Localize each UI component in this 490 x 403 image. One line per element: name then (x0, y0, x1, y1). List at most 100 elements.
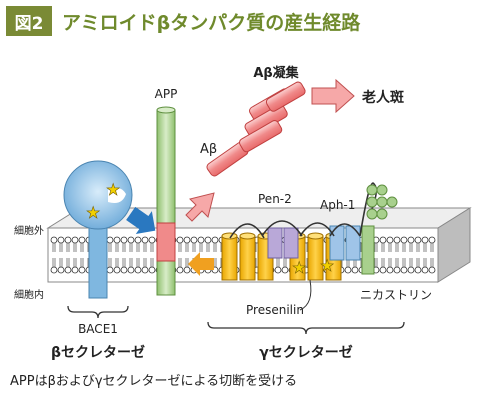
lipid-tail (129, 258, 133, 267)
lipid-tail (136, 243, 140, 252)
lipid-tail (395, 258, 399, 267)
lipid-head (176, 266, 184, 274)
lipid-tail (115, 243, 119, 252)
lipid-tail (185, 243, 189, 252)
lipid-head (148, 266, 156, 274)
presenilin-label: Presenilin (246, 303, 304, 317)
lipid-head (400, 236, 408, 244)
lipid-tail (122, 258, 126, 267)
lipid-tail (381, 243, 385, 252)
lipid-tail (192, 243, 196, 252)
lipid-head (190, 236, 198, 244)
lipid-tail (430, 258, 434, 267)
nicastrin-bead (366, 208, 378, 220)
nicastrin-bead (366, 196, 378, 208)
lipid-head (106, 266, 114, 274)
lipid-tail (80, 243, 84, 252)
lipid-head (344, 266, 352, 274)
lipid-head (120, 266, 128, 274)
lipid-head (183, 236, 191, 244)
lipid-head (379, 236, 387, 244)
lipid-head (421, 266, 429, 274)
lipid-tail (416, 258, 420, 267)
beta-secretase-label: βセクレターゼ (51, 344, 145, 361)
presenilin-helix (239, 235, 256, 281)
lipid-head (71, 266, 79, 274)
gamma-secretase-complex: ★ ★ (221, 182, 378, 281)
lipid-tail (115, 258, 119, 267)
lipid-head (127, 266, 135, 274)
lipid-head (71, 236, 79, 244)
lipid-head (50, 236, 58, 244)
lipid-head (379, 266, 387, 274)
lipid-tail (108, 243, 112, 252)
app-label: APP (155, 87, 178, 101)
gamma-secretase-label: γセクレターゼ (259, 344, 353, 361)
lipid-head (421, 236, 429, 244)
lipid-head (393, 236, 401, 244)
extracellular-label: 細胞外 (14, 224, 44, 237)
lipid-head (134, 266, 142, 274)
lipid-head (141, 266, 149, 274)
lipid-head (57, 236, 65, 244)
lipid-tail (388, 243, 392, 252)
lipid-tail (388, 258, 392, 267)
lipid-head (148, 236, 156, 244)
lipid-tail (213, 243, 217, 252)
pen2-label: Pen-2 (258, 192, 292, 206)
plaque-arrow (311, 78, 355, 114)
lipid-head (64, 266, 72, 274)
lipid-head (428, 236, 436, 244)
lipid-head (106, 236, 114, 244)
lipid-head (113, 236, 121, 244)
lipid-tail (206, 243, 210, 252)
lipid-head (400, 266, 408, 274)
gamma-brace (207, 321, 405, 335)
figure-number-badge: 図2 (6, 6, 52, 36)
lipid-tail (150, 258, 154, 267)
lipid-tail (423, 243, 427, 252)
nicastrin-bead (386, 196, 398, 208)
lipid-head (113, 266, 121, 274)
lipid-tail (143, 258, 147, 267)
lipid-tail (143, 243, 147, 252)
lipid-head (386, 236, 394, 244)
lipid-head (407, 266, 415, 274)
nicastrin-bead (376, 184, 388, 196)
lipid-head (78, 236, 86, 244)
lipid-head (176, 236, 184, 244)
presenilin-active-site-star-2: ★ (320, 256, 334, 275)
lipid-tail (276, 258, 280, 267)
lipid-tail (409, 243, 413, 252)
nicastrin-bead (376, 196, 388, 208)
lipid-tail (416, 243, 420, 252)
lipid-tail (150, 243, 154, 252)
lipid-tail (402, 258, 406, 267)
plaque-label: 老人斑 (362, 89, 404, 106)
lipid-tail (374, 258, 378, 267)
lipid-head (351, 266, 359, 274)
lipid-head (204, 236, 212, 244)
lipid-tail (80, 258, 84, 267)
lipid-head (407, 236, 415, 244)
lipid-head (428, 266, 436, 274)
abeta-aggregates (239, 81, 306, 153)
lipid-tail (178, 258, 182, 267)
lipid-head (393, 266, 401, 274)
lipid-tail (73, 258, 77, 267)
lipid-tail (430, 243, 434, 252)
lipid-head (211, 236, 219, 244)
lipid-tail (199, 243, 203, 252)
beta-cleavage-arrow (126, 206, 156, 235)
lipid-head (197, 236, 205, 244)
lipid-head (141, 236, 149, 244)
app-protein: APP (155, 87, 178, 296)
lipid-tail (395, 243, 399, 252)
lipid-tail (52, 258, 56, 267)
lipid-tail (122, 243, 126, 252)
lipid-head (50, 266, 58, 274)
lipid-tail (129, 243, 133, 252)
lipid-head (183, 266, 191, 274)
presenilin-helix (221, 235, 238, 281)
